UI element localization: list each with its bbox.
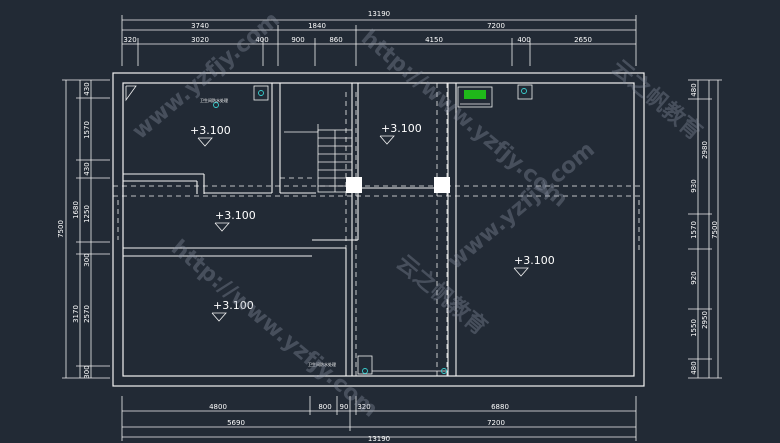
svg-text:+3.100: +3.100 — [514, 254, 555, 267]
bottom-segment-dim: 320 — [357, 403, 370, 411]
left-segment-dim: 3170 — [72, 305, 80, 323]
top-segment-dim: 400 — [517, 36, 530, 44]
top-segment-dim: 900 — [291, 36, 304, 44]
right-overall-dim: 7500 — [711, 221, 719, 239]
bottom-segment-dim: 90 — [340, 403, 349, 411]
top-segment-dim: 3020 — [191, 36, 209, 44]
column — [346, 177, 362, 193]
level-marker: +3.100 — [379, 122, 422, 145]
right-segment-dim: 930 — [690, 179, 698, 192]
top-segment-dim: 4150 — [425, 36, 443, 44]
right-segment-dim: 480 — [690, 361, 698, 374]
top-segment-dim: 860 — [329, 36, 342, 44]
room-note-label: 卫生间防水处理 — [200, 97, 228, 103]
watermark: http://www.yzfjy.com — [166, 235, 382, 422]
bottom-segment-dim: 800 — [318, 403, 331, 411]
right-segment-dim: 1550 — [690, 319, 698, 337]
left-segment-dim: 300 — [83, 365, 91, 378]
bottom-overall-dim: 13190 — [368, 435, 390, 443]
top-group-dim: 7200 — [487, 22, 505, 30]
top-segment-dim: 400 — [255, 36, 268, 44]
left-segment-dim: 430 — [83, 162, 91, 175]
right-dimension-lines — [688, 79, 722, 379]
left-segment-dim: 430 — [83, 82, 91, 95]
right-segment-dim: 2950 — [701, 311, 709, 329]
bottom-dimension-lines — [121, 396, 637, 441]
level-marker: +3.100 — [513, 254, 555, 277]
left-segment-dim: 1250 — [83, 205, 91, 223]
left-segment-dim: 300 — [83, 253, 91, 266]
svg-text:+3.100: +3.100 — [213, 299, 254, 312]
svg-text:+3.100: +3.100 — [190, 124, 231, 137]
watermark: http://www.yzfjy.com — [356, 25, 572, 212]
right-segment-dim: 2980 — [701, 141, 709, 159]
bottom-group-dim: 5690 — [227, 419, 245, 427]
top-segment-dim: 2650 — [574, 36, 592, 44]
level-marker: +3.100 — [214, 209, 256, 232]
level-marker: +3.100 — [190, 124, 231, 147]
svg-text:+3.100: +3.100 — [215, 209, 256, 222]
staircase — [284, 124, 353, 193]
fixtures — [125, 84, 533, 375]
room-note-label: 卫生间防水处理 — [308, 361, 336, 367]
svg-text:+3.100: +3.100 — [381, 122, 422, 135]
right-segment-dim: 480 — [690, 83, 698, 96]
column — [434, 177, 450, 193]
top-segment-dim: 320 — [123, 36, 136, 44]
left-dimension-lines — [62, 79, 110, 379]
watermark: 云之帆教育 — [606, 55, 707, 146]
right-segment-dim: 920 — [690, 271, 698, 284]
dashed-beam-lines — [113, 83, 644, 376]
top-group-dim: 3740 — [191, 22, 209, 30]
left-segment-dim: 1680 — [72, 201, 80, 219]
outer-walls — [112, 72, 645, 387]
level-marker: +3.100 — [211, 299, 254, 322]
bottom-segment-dim: 6880 — [491, 403, 509, 411]
right-segment-dim: 1570 — [690, 221, 698, 239]
left-segment-dim: 2570 — [83, 305, 91, 323]
top-overall-dim: 13190 — [368, 10, 390, 18]
left-segment-dim: 1570 — [83, 121, 91, 139]
top-dimension-lines — [121, 15, 637, 66]
left-overall-dim: 7500 — [57, 220, 65, 238]
bottom-group-dim: 7200 — [487, 419, 505, 427]
top-group-dim: 1840 — [308, 22, 326, 30]
watermark: 云之帆教育 — [391, 250, 492, 341]
bottom-segment-dim: 4800 — [209, 403, 227, 411]
